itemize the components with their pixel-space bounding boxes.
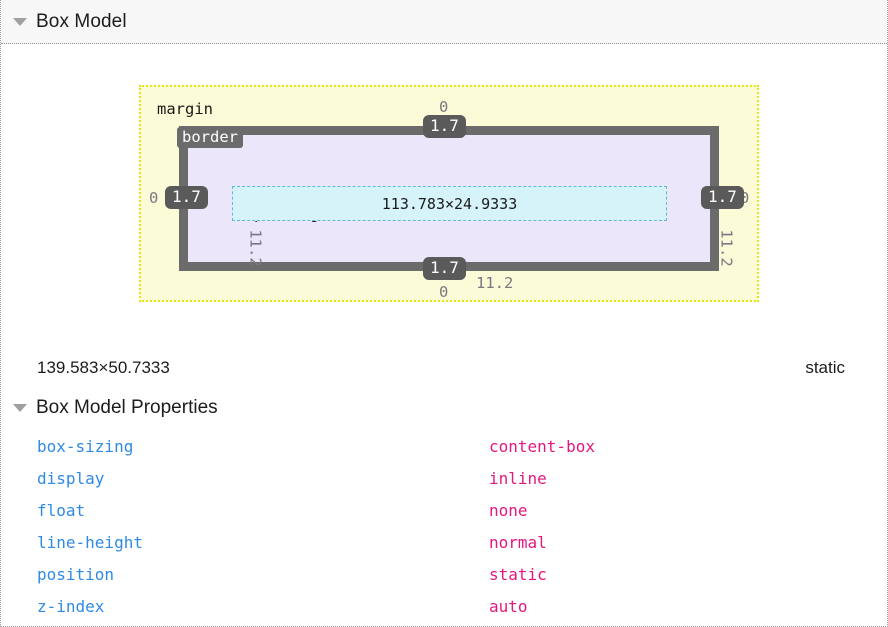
margin-right-value[interactable]: 0 [740, 189, 750, 207]
border-region-label: border [177, 127, 243, 148]
content-size-label: 113.783×24.9333 [381, 194, 518, 213]
page-title: Box Model [36, 10, 127, 32]
property-value[interactable]: none [489, 500, 528, 520]
property-value[interactable]: auto [489, 596, 528, 616]
table-row[interactable]: box-sizing content-box [1, 430, 887, 462]
property-value[interactable]: content-box [489, 436, 595, 456]
margin-top-value[interactable]: 0 [439, 98, 449, 116]
border-region[interactable]: padding 11.2 11.2 11.2 11.2 113.783×24.9… [179, 126, 736, 292]
padding-bottom-value[interactable]: 11.2 [476, 274, 514, 292]
content-region[interactable]: 113.783×24.9333 [232, 186, 667, 221]
margin-left-value[interactable]: 0 [149, 189, 159, 207]
border-top-value[interactable]: 1.7 [423, 115, 466, 139]
box-model-properties-list: box-sizing content-box display inline fl… [1, 430, 887, 622]
table-row[interactable]: line-height normal [1, 526, 887, 558]
box-model-header[interactable]: Box Model [1, 0, 887, 44]
property-name[interactable]: box-sizing [37, 436, 134, 456]
property-name[interactable]: line-height [37, 532, 143, 552]
property-value[interactable]: static [489, 564, 547, 584]
margin-region[interactable]: margin 0 0 0 0 padding 11.2 11.2 11.2 11… [139, 85, 759, 302]
margin-bottom-value[interactable]: 0 [439, 283, 449, 301]
padding-right-value[interactable]: 11.2 [717, 229, 736, 267]
property-name[interactable]: position [37, 564, 115, 584]
table-row[interactable]: float none [1, 494, 887, 526]
element-position-label: static [805, 358, 845, 377]
property-value[interactable]: inline [489, 468, 547, 488]
property-name[interactable]: z-index [37, 596, 105, 616]
table-row[interactable]: z-index auto [1, 590, 887, 622]
element-size-label: 139.583×50.7333 [37, 358, 170, 377]
property-name[interactable]: display [37, 468, 105, 488]
border-left-value[interactable]: 1.7 [165, 186, 208, 210]
padding-region[interactable]: padding 11.2 11.2 11.2 11.2 113.783×24.9… [188, 135, 736, 292]
box-model-properties-header[interactable]: Box Model Properties [13, 397, 218, 419]
chevron-down-icon[interactable] [13, 404, 27, 412]
chevron-down-icon[interactable] [13, 17, 27, 26]
box-model-diagram: margin 0 0 0 0 padding 11.2 11.2 11.2 11… [1, 45, 887, 345]
table-row[interactable]: position static [1, 558, 887, 590]
box-model-properties-title: Box Model Properties [36, 397, 218, 418]
table-row[interactable]: display inline [1, 462, 887, 494]
border-bottom-value[interactable]: 1.7 [423, 257, 466, 281]
border-right-value[interactable]: 1.7 [701, 186, 744, 210]
padding-left-value[interactable]: 11.2 [246, 229, 265, 267]
property-value[interactable]: normal [489, 532, 547, 552]
box-model-summary: 139.583×50.7333 static [1, 358, 887, 390]
margin-region-label: margin [157, 100, 213, 118]
property-name[interactable]: float [37, 500, 86, 520]
